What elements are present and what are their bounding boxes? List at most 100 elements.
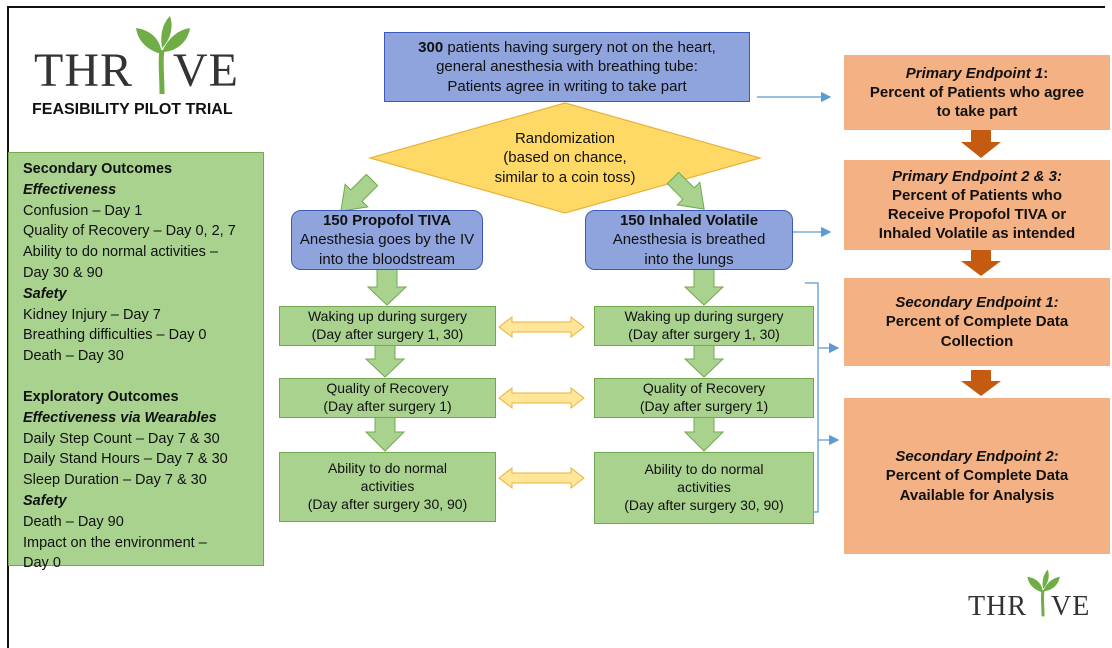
spacer bbox=[23, 367, 263, 387]
step-box: Quality of Recovery (Day after surgery 1… bbox=[594, 378, 814, 418]
outcome-item: Confusion – Day 1 bbox=[23, 202, 143, 219]
thrive-logo: THR VE bbox=[34, 14, 254, 96]
endpoint-box-secondary-1: Secondary Endpoint 1: Percent of Complet… bbox=[844, 278, 1110, 366]
step-line: (Day after surgery 1) bbox=[639, 398, 769, 414]
enrollment-line3: Patients agree in writing to take part bbox=[447, 77, 687, 95]
step-line: Quality of Recovery bbox=[326, 380, 449, 397]
outcome-item: Breathing difficulties – Day 0 bbox=[23, 327, 207, 344]
logo-text-left-small: THR bbox=[968, 591, 1027, 622]
diagram-graphics bbox=[340, 91, 1001, 513]
arm-line: Anesthesia goes by the IV bbox=[299, 231, 475, 249]
arm-line: Anesthesia is breathed bbox=[612, 231, 766, 249]
green-arrow-down-left-2 bbox=[364, 344, 406, 378]
endpoint-line: Available for Analysis bbox=[899, 486, 1055, 504]
endpoint-line: Percent of Complete Data bbox=[885, 313, 1069, 331]
step-box: Quality of Recovery (Day after surgery 1… bbox=[279, 378, 496, 418]
randomization-diamond bbox=[367, 102, 763, 214]
compare-arrow-3 bbox=[498, 466, 585, 490]
endpoint-line: to take part bbox=[936, 103, 1018, 121]
thrive-logo-small: THR VE bbox=[968, 566, 1104, 624]
randomization-label: Randomization (based on chance, similar … bbox=[440, 118, 690, 198]
endpoint-label: Secondary Endpoint 2: bbox=[895, 448, 1059, 466]
outcome-item: Sleep Duration – Day 7 & 30 bbox=[23, 472, 207, 489]
compare-arrow-2 bbox=[498, 386, 585, 410]
green-arrow-down-right-1 bbox=[683, 268, 725, 306]
outcome-item: Day 0 bbox=[23, 555, 61, 572]
wearables-heading: Effectiveness via Wearables bbox=[23, 409, 217, 426]
step-box: Waking up during surgery (Day after surg… bbox=[594, 306, 814, 346]
outcome-item: Ability to do normal activities – bbox=[23, 244, 219, 261]
outcome-item: Quality of Recovery – Day 0, 2, 7 bbox=[23, 223, 236, 240]
endpoint-line: Percent of Complete Data bbox=[885, 467, 1069, 485]
enrollment-line2: general anesthesia with breathing tube: bbox=[436, 58, 698, 76]
enrollment-count: 300 bbox=[418, 39, 444, 57]
arm-box-volatile: 150 Inhaled Volatile Anesthesia is breat… bbox=[585, 210, 793, 270]
endpoint-label: Secondary Endpoint 1: bbox=[895, 294, 1059, 312]
leaf-sprout-icon bbox=[136, 16, 190, 95]
arm-box-propofol: 150 Propofol TIVA Anesthesia goes by the… bbox=[291, 210, 483, 270]
step-line: activities bbox=[677, 479, 731, 496]
outcome-item: Daily Stand Hours – Day 7 & 30 bbox=[23, 451, 228, 468]
secondary-outcomes-heading: Secondary Outcomes bbox=[23, 161, 173, 177]
logo-subtitle: FEASIBILITY PILOT TRIAL bbox=[32, 101, 233, 118]
arm-title: 150 Inhaled Volatile bbox=[619, 212, 759, 230]
green-arrow-diamond-right bbox=[666, 171, 705, 210]
randomization-line2: (based on chance, bbox=[503, 149, 627, 167]
endpoint-line: Percent of Patients who bbox=[891, 186, 1063, 204]
step-box: Ability to do normal activities (Day aft… bbox=[279, 452, 496, 522]
logo-wordmark-small: THR VE bbox=[968, 592, 1090, 622]
diagram-canvas: THR VE FEASIBILITY PILOT TRIAL Secondary … bbox=[7, 6, 1110, 648]
green-arrow-down-right-3 bbox=[683, 416, 725, 452]
endpoint-label: Primary Endpoint 1 bbox=[905, 64, 1044, 82]
step-line: (Day after surgery 30, 90) bbox=[307, 495, 468, 512]
endpoint-arrow-3 bbox=[961, 370, 1001, 396]
step-box: Ability to do normal activities (Day aft… bbox=[594, 452, 814, 524]
endpoint-label-suffix: : bbox=[1043, 64, 1049, 82]
enrollment-line1: patients having surgery not on the heart… bbox=[443, 39, 716, 57]
enrollment-box: 300 patients having surgery not on the h… bbox=[384, 32, 750, 102]
step-line: (Day after surgery 30, 90) bbox=[624, 496, 784, 513]
endpoint-line: Receive Propofol TIVA or bbox=[887, 206, 1067, 223]
compare-arrow-1 bbox=[498, 315, 585, 339]
safety-heading: Safety bbox=[23, 285, 67, 302]
step-line: activities bbox=[360, 478, 415, 495]
endpoint-arrow-2 bbox=[961, 250, 1001, 276]
outcome-item: Death – Day 90 bbox=[23, 513, 124, 530]
endpoint-box-primary-1: Primary Endpoint 1: Percent of Patients … bbox=[844, 55, 1110, 130]
logo-text-left: THR bbox=[34, 44, 133, 97]
step-line: (Day after surgery 1, 30) bbox=[311, 326, 464, 342]
outcome-item: Kidney Injury – Day 7 bbox=[23, 306, 161, 323]
outcome-item: Impact on the environment – bbox=[23, 534, 207, 551]
logo-wordmark: THR VE bbox=[34, 46, 239, 96]
step-line: Waking up during surgery bbox=[624, 308, 784, 325]
safety-heading-exploratory: Safety bbox=[23, 492, 67, 509]
endpoint-line: Collection bbox=[940, 332, 1014, 350]
step-line: Waking up during surgery bbox=[307, 308, 467, 325]
arm-line: into the bloodstream bbox=[319, 250, 455, 268]
randomization-line1: Randomization bbox=[514, 130, 616, 148]
randomization-line3: similar to a coin toss) bbox=[494, 168, 636, 186]
endpoint-box-primary-2-3: Primary Endpoint 2 & 3: Percent of Patie… bbox=[844, 160, 1110, 250]
step-line: Quality of Recovery bbox=[642, 380, 766, 397]
step-line: (Day after surgery 1) bbox=[323, 398, 452, 414]
logo-text-right-small: VE bbox=[1051, 591, 1091, 622]
green-arrow-diamond-left bbox=[340, 173, 379, 212]
leaf-sprout-icon bbox=[1027, 569, 1060, 617]
effectiveness-heading: Effectiveness bbox=[23, 181, 117, 198]
endpoint-line: Percent of Patients who agree bbox=[869, 83, 1085, 101]
endpoint-box-secondary-2: Secondary Endpoint 2: Percent of Complet… bbox=[844, 398, 1110, 554]
logo-text-right: VE bbox=[173, 44, 239, 97]
arm-title: 150 Propofol TIVA bbox=[322, 212, 452, 230]
step-line: (Day after surgery 1, 30) bbox=[628, 326, 780, 342]
green-arrow-down-right-2 bbox=[683, 344, 725, 378]
outcome-item: Day 30 & 90 bbox=[23, 264, 103, 281]
arm-line: into the lungs bbox=[644, 250, 734, 268]
step-line: Ability to do normal bbox=[644, 461, 764, 478]
endpoint-line: Inhaled Volatile as intended bbox=[878, 225, 1076, 243]
endpoint-label: Primary Endpoint 2 & 3: bbox=[891, 167, 1063, 185]
outcomes-panel: Secondary Outcomes Effectiveness Confusi… bbox=[8, 152, 264, 571]
green-arrow-down-left-3 bbox=[364, 416, 406, 452]
step-box: Waking up during surgery (Day after surg… bbox=[279, 306, 496, 346]
exploratory-outcomes-heading: Exploratory Outcomes bbox=[23, 388, 179, 405]
green-arrow-down-left-1 bbox=[366, 268, 408, 306]
